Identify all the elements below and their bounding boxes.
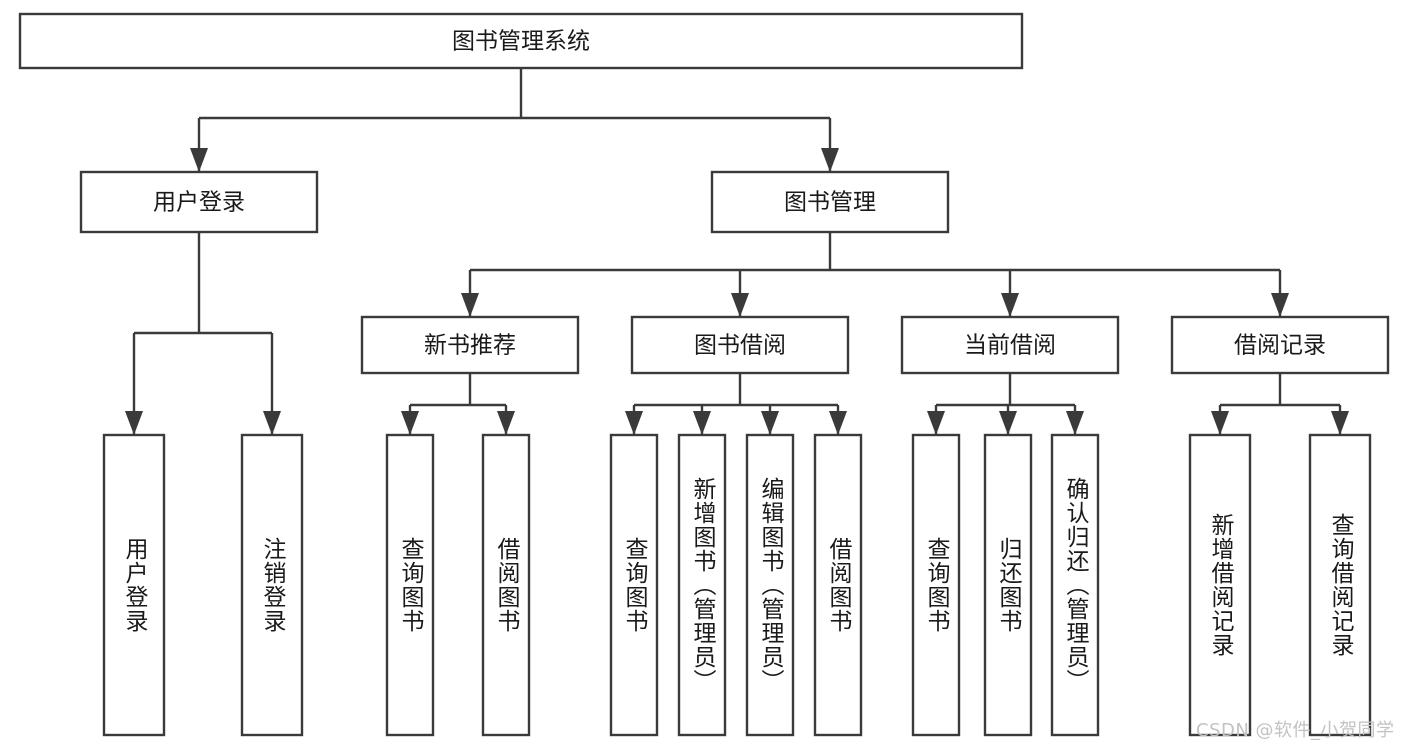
node-图书管理-box[interactable] (710, 170, 950, 234)
node-新增借阅记录-box[interactable] (1188, 433, 1252, 737)
arrow-head-icon (693, 411, 711, 435)
arrow-head-icon (1066, 411, 1084, 435)
node-借阅记录-box[interactable] (1170, 315, 1390, 375)
node-注销登录-box[interactable] (240, 433, 304, 737)
arrow-head-icon (1331, 411, 1349, 435)
connector-layer (125, 68, 1349, 435)
arrow-head-icon (1271, 293, 1289, 317)
arrow-head-icon (125, 411, 143, 435)
arrow-head-icon (821, 148, 839, 172)
node-图书管理系统-box[interactable] (18, 12, 1024, 70)
box-layer (18, 12, 1390, 737)
node-图书借阅-box[interactable] (630, 315, 850, 375)
node-图书借阅-label: 图书借阅 (694, 333, 786, 359)
node-查询借阅记录-box[interactable] (1308, 433, 1372, 737)
node-当前借阅-box[interactable] (900, 315, 1120, 375)
node-当前借阅-label: 当前借阅 (964, 333, 1056, 359)
node-编辑图书管理员-box[interactable] (745, 433, 795, 737)
watermark: CSDN @软件_小贺同学 (1196, 720, 1395, 741)
arrow-head-icon (401, 411, 419, 435)
node-借阅图书-box[interactable] (813, 433, 863, 737)
node-借阅图书-box[interactable] (481, 433, 531, 737)
node-用户登录-box[interactable] (79, 170, 319, 234)
arrow-head-icon (829, 411, 847, 435)
arrow-head-icon (625, 411, 643, 435)
arrow-head-icon (461, 293, 479, 317)
node-图书管理系统-label: 图书管理系统 (452, 29, 590, 55)
node-用户登录-box[interactable] (102, 433, 166, 737)
node-归还图书-box[interactable] (983, 433, 1033, 737)
node-新增图书管理员-box[interactable] (677, 433, 727, 737)
node-图书管理-label: 图书管理 (784, 190, 876, 216)
arrow-head-icon (1001, 293, 1019, 317)
node-借阅记录-label: 借阅记录 (1234, 333, 1326, 359)
node-确认归还管理员-box[interactable] (1050, 433, 1100, 737)
arrow-head-icon (1211, 411, 1229, 435)
arrow-head-icon (190, 148, 208, 172)
node-新书推荐-label: 新书推荐 (424, 333, 516, 359)
node-新书推荐-box[interactable] (360, 315, 580, 375)
node-查询图书-box[interactable] (911, 433, 961, 737)
arrow-head-icon (761, 411, 779, 435)
node-查询图书-box[interactable] (385, 433, 435, 737)
arrow-head-icon (927, 411, 945, 435)
arrow-head-icon (731, 293, 749, 317)
node-查询图书-box[interactable] (609, 433, 659, 737)
arrow-head-icon (497, 411, 515, 435)
node-用户登录-label: 用户登录 (153, 190, 245, 216)
arrow-head-icon (999, 411, 1017, 435)
arrow-head-icon (263, 411, 281, 435)
